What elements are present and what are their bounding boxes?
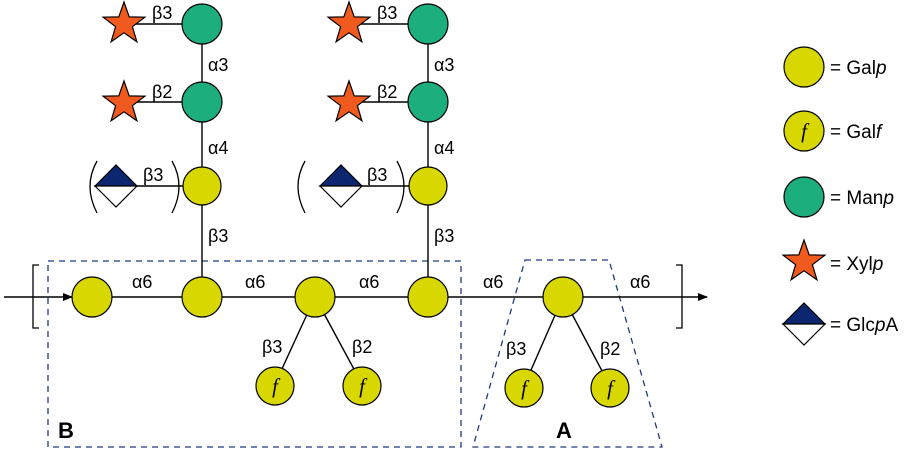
region-a-label: A — [556, 418, 572, 443]
galf-glyph: f — [359, 374, 368, 398]
linkage-label: α3 — [208, 55, 228, 75]
linkage-label: α6 — [245, 272, 265, 292]
linkage-label: α4 — [208, 138, 228, 158]
legend-glcpa-symbol — [781, 302, 827, 346]
glcpa-right — [318, 164, 364, 208]
repeat-bracket-left — [32, 264, 39, 329]
galp-main-5 — [542, 276, 584, 318]
region-a-box — [472, 259, 663, 448]
repeat-bracket-right — [676, 264, 683, 329]
galp-main-3 — [294, 276, 336, 318]
right-glc-paren-open — [297, 160, 306, 214]
linkage-label: α4 — [434, 138, 454, 158]
galp-main-4 — [407, 276, 449, 318]
galf-glyph: f — [607, 376, 616, 400]
xylp-left-top — [101, 0, 147, 44]
linkage-label: β3 — [208, 226, 228, 246]
galf-glyph: f — [801, 119, 810, 143]
galf-a-right: f — [590, 368, 630, 408]
linkage-label: β2 — [600, 339, 620, 359]
linkage-label: β3 — [152, 3, 172, 23]
glcpa-left — [93, 164, 139, 208]
linkage-label: β3 — [367, 165, 387, 185]
legend-galp-symbol — [783, 46, 825, 88]
right-glc-paren-close — [396, 160, 405, 214]
region-b-box — [47, 260, 462, 448]
galp-main-1 — [71, 276, 113, 318]
left-glc-paren-open — [89, 160, 98, 214]
legend: = Galp f = Galf = Manp = Xylp = GlcpA — [781, 46, 898, 346]
legend-manp-symbol — [783, 176, 825, 218]
linkage-label: α6 — [132, 272, 152, 292]
galf-b-left: f — [255, 366, 295, 406]
linkage-label: β3 — [377, 3, 397, 23]
linkage-label: β3 — [262, 337, 282, 357]
manp-right-mid — [407, 81, 449, 123]
legend-galf-label: = Galf — [830, 122, 883, 143]
legend-xylp-label: = Xylp — [830, 254, 883, 275]
galf-b-right: f — [342, 366, 382, 406]
legend-galp-label: = Galp — [830, 58, 887, 79]
galf-glyph: f — [521, 376, 530, 400]
manp-left-top — [181, 3, 223, 45]
linkage-label: β3 — [143, 165, 163, 185]
region-b-label: B — [58, 418, 74, 443]
legend-xylp-symbol — [781, 238, 827, 282]
xylp-right-mid — [326, 79, 372, 123]
galp-main-2 — [181, 276, 223, 318]
legend-manp-label: = Manp — [830, 188, 894, 209]
linkage-label: β2 — [152, 82, 172, 102]
xylp-right-top — [326, 0, 372, 44]
linkage-label: α3 — [434, 55, 454, 75]
galf-a-left: f — [504, 368, 544, 408]
linkage-label: β3 — [506, 339, 526, 359]
galp-right-side — [408, 166, 448, 206]
manp-left-mid — [181, 81, 223, 123]
linkage-label: α6 — [359, 272, 379, 292]
linkage-label: β3 — [434, 226, 454, 246]
left-glc-paren-close — [171, 160, 180, 214]
xylp-left-mid — [101, 79, 147, 123]
linkage-label: β2 — [377, 82, 397, 102]
legend-galf-symbol — [783, 110, 825, 152]
galf-glyph: f — [272, 374, 281, 398]
manp-right-top — [407, 3, 449, 45]
galp-left-side — [182, 166, 222, 206]
linkage-label: α6 — [483, 272, 503, 292]
legend-glcpa-label: = GlcpA — [830, 315, 898, 336]
linkage-label: β2 — [352, 337, 372, 357]
linkage-label: α6 — [630, 272, 650, 292]
